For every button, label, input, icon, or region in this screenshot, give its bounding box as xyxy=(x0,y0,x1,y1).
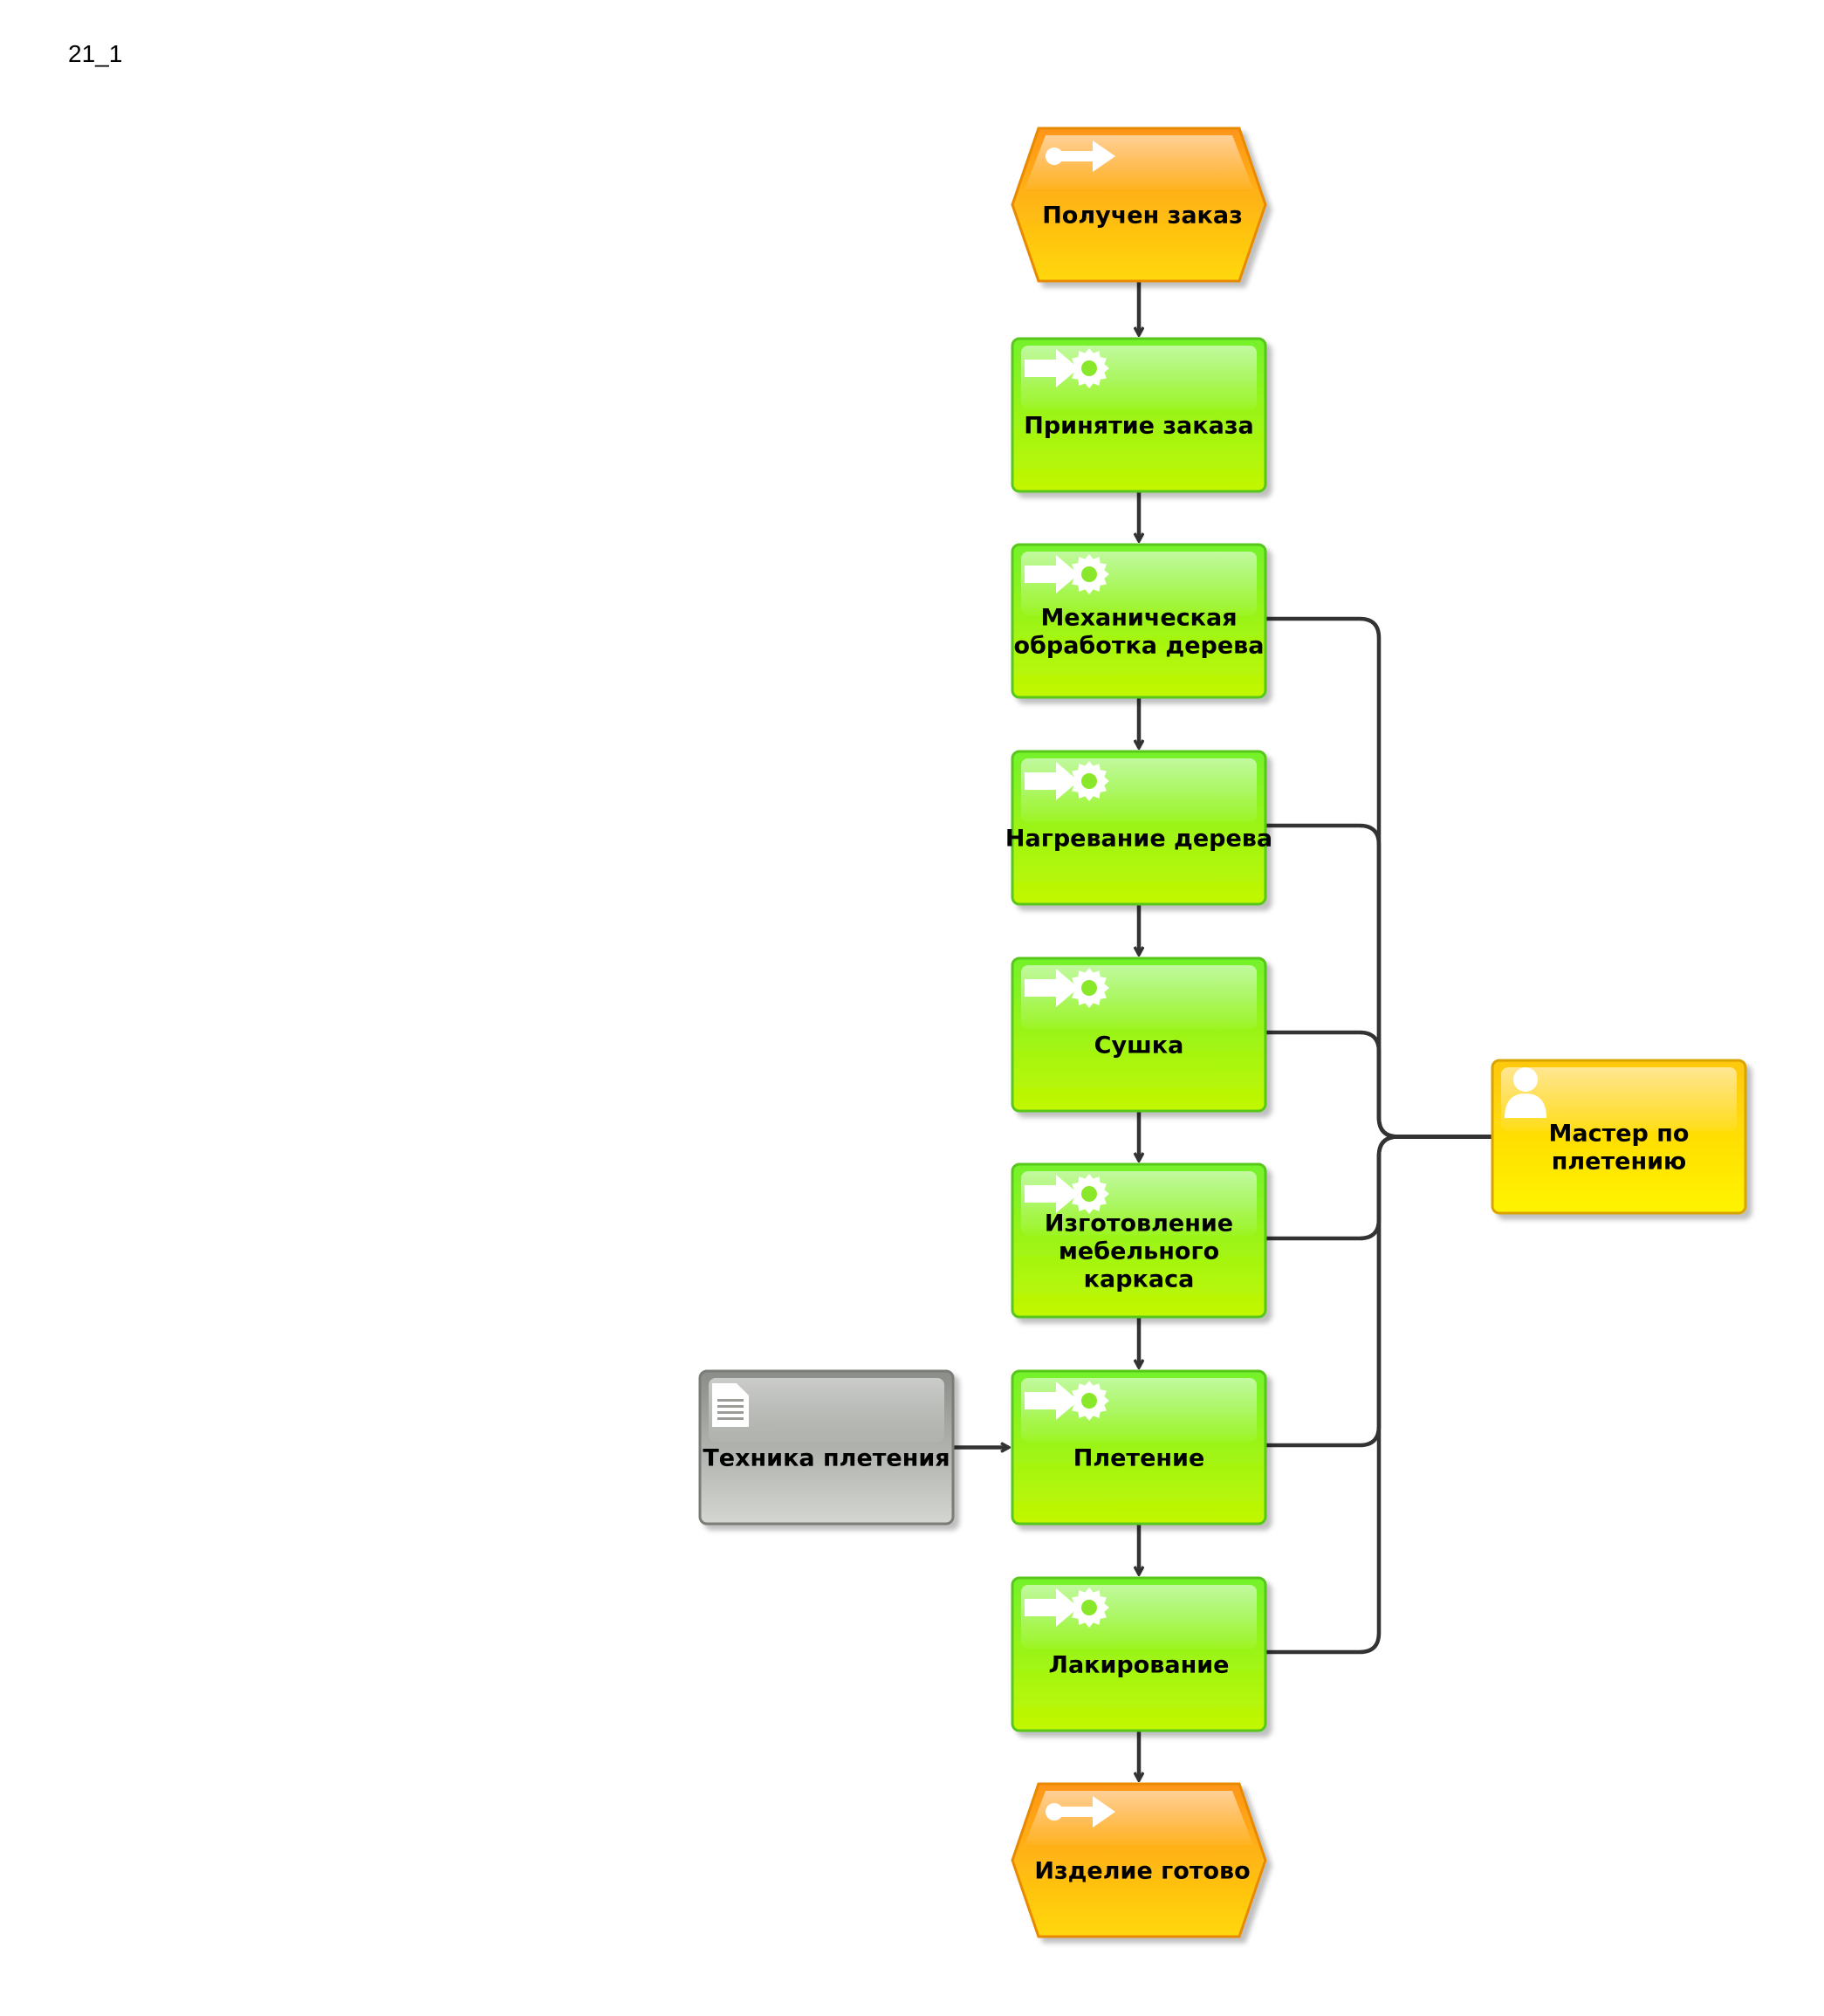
event-icon xyxy=(1046,141,1115,172)
node-label-line: Получен заказ xyxy=(1042,202,1243,230)
node-label-line: Плетение xyxy=(1073,1445,1205,1472)
function-accept-order[interactable]: Принятие заказа xyxy=(1011,337,1267,493)
node-label-line: Изготовление xyxy=(1045,1210,1233,1238)
event-end-event[interactable]: Изделие готово xyxy=(1011,1782,1267,1938)
function-weaving[interactable]: Плетение xyxy=(1011,1369,1267,1526)
document-box-gloss xyxy=(709,1378,944,1443)
function-icon xyxy=(1025,968,1109,1008)
function-wood-heating[interactable]: Нагревание дерева xyxy=(1005,750,1272,906)
node-label-line: Сушка xyxy=(1094,1032,1184,1059)
node-label-line: Принятие заказа xyxy=(1024,413,1253,440)
function-icon xyxy=(1025,1174,1109,1214)
role-connector xyxy=(1265,1135,1492,1655)
function-drying[interactable]: Сушка xyxy=(1011,957,1267,1113)
page-id-label: 21_1 xyxy=(68,40,123,67)
document-weaving-technique[interactable]: Техника плетения xyxy=(698,1369,955,1526)
function-icon xyxy=(1025,554,1109,594)
node-label-line: обработка дерева xyxy=(1013,633,1264,660)
node-label-line: Изделие готово xyxy=(1034,1858,1250,1885)
node-label-line: Мастер по xyxy=(1549,1121,1690,1148)
person-icon xyxy=(1505,1067,1546,1118)
node-label-line: Нагревание дерева xyxy=(1005,826,1272,853)
event-start-event[interactable]: Получен заказ xyxy=(1011,127,1267,283)
node-label-line: мебельного xyxy=(1059,1238,1219,1265)
node-label-line: каркаса xyxy=(1084,1266,1195,1293)
node-label-line: плетению xyxy=(1552,1149,1687,1176)
node-label-line: Механическая xyxy=(1040,605,1237,632)
event-gloss xyxy=(1025,1791,1253,1845)
role-connector xyxy=(1265,1030,1492,1139)
function-icon xyxy=(1025,761,1109,801)
connectors-group xyxy=(953,281,1492,1780)
function-icon xyxy=(1025,1587,1109,1628)
document-icon xyxy=(712,1383,749,1427)
function-icon xyxy=(1025,1381,1109,1421)
function-icon xyxy=(1025,348,1109,388)
role-box-gloss xyxy=(1501,1067,1737,1132)
event-icon xyxy=(1046,1796,1115,1827)
node-label-line: Лакирование xyxy=(1049,1652,1230,1679)
function-varnishing[interactable]: Лакирование xyxy=(1011,1576,1267,1732)
node-label-line: Техника плетения xyxy=(703,1445,950,1472)
event-gloss xyxy=(1025,135,1253,189)
